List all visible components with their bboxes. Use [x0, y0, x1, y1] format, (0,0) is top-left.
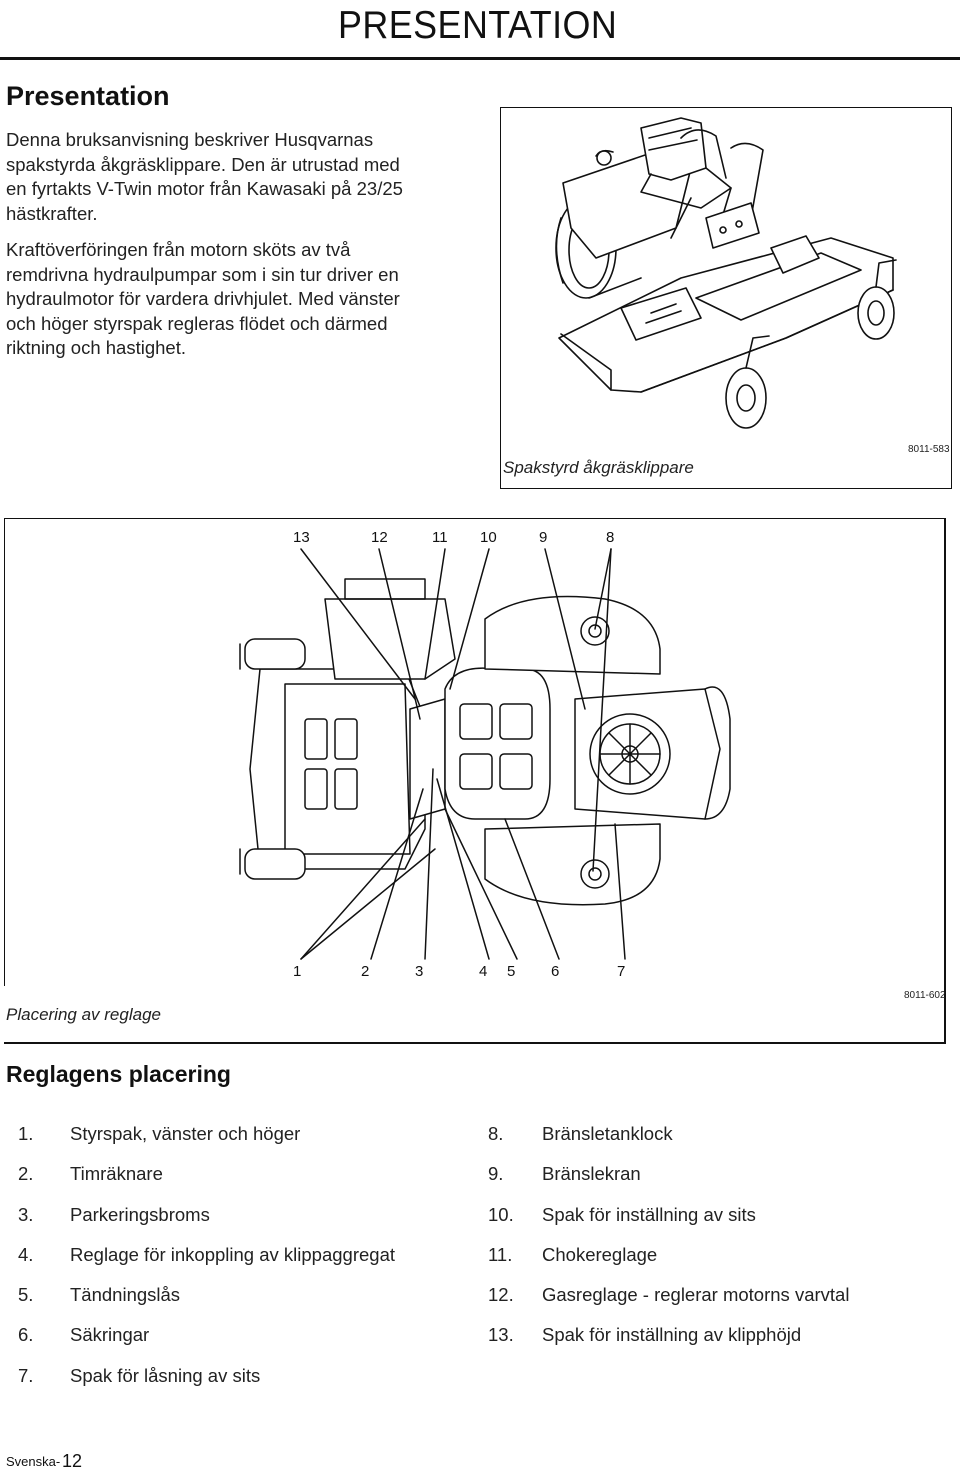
- list-item: 12.Gasreglage - reglerar motorns varvtal: [488, 1284, 850, 1305]
- figure-2-caption: Placering av reglage: [6, 1005, 161, 1024]
- figure-2-code: 8011-602: [904, 990, 946, 1001]
- list-item: 8.Bränsletanklock: [488, 1123, 673, 1144]
- list-item: 1.Styrspak, vänster och höger: [18, 1123, 301, 1144]
- list-item: 2.Timräknare: [18, 1163, 163, 1184]
- list-item: 4.Reglage för inkoppling av klippaggrega…: [18, 1244, 395, 1265]
- callout-2: 2: [361, 963, 370, 980]
- mower-figure: [500, 107, 952, 489]
- figure-1-code: 8011-583: [908, 444, 950, 455]
- footer-page-number: 12: [62, 1451, 83, 1471]
- callout-7: 7: [617, 963, 626, 980]
- controls-figure: 13 12 11 10 9 8 1 2 3 4 5 6 7: [4, 518, 946, 986]
- list-item: 13.Spak för inställning av klipphöjd: [488, 1324, 802, 1345]
- header-divider: [0, 57, 960, 60]
- figure-2-right-border: [944, 518, 946, 1043]
- mower-top-view-illustration: [239, 548, 731, 960]
- callout-8: 8: [606, 529, 615, 546]
- callout-4: 4: [479, 963, 488, 980]
- callout-10: 10: [480, 529, 497, 546]
- callout-9: 9: [539, 529, 548, 546]
- figure-1-caption: Spakstyrd åkgräsklippare: [503, 458, 694, 477]
- callout-3: 3: [415, 963, 424, 980]
- list-item: 11.Chokereglage: [488, 1244, 658, 1265]
- footer-language-label: Svenska-: [6, 1454, 61, 1469]
- list-item: 5.Tändningslås: [18, 1284, 181, 1305]
- page-header-title: PRESENTATION: [338, 4, 618, 47]
- callout-13: 13: [293, 529, 310, 546]
- intro-paragraph-1: Denna bruksanvisning beskriver Husqvarna…: [6, 129, 403, 224]
- intro-text: Denna bruksanvisning beskriver Husqvarna…: [6, 128, 416, 361]
- riding-mower-illustration: [555, 117, 897, 429]
- list-item: 6.Säkringar: [18, 1324, 150, 1345]
- controls-list-title: Reglagens placering: [6, 1061, 231, 1087]
- callout-5: 5: [507, 963, 516, 980]
- callout-11: 11: [432, 529, 448, 546]
- list-item: 10.Spak för inställning av sits: [488, 1204, 756, 1225]
- intro-paragraph-2: Kraftöverföringen från motorn sköts av t…: [6, 239, 400, 358]
- section-title: Presentation: [6, 81, 170, 111]
- list-item: 7.Spak för låsning av sits: [18, 1365, 261, 1386]
- callout-6: 6: [551, 963, 560, 980]
- figure-2-bottom-border: [4, 1042, 946, 1044]
- callout-12: 12: [371, 529, 388, 546]
- callout-1: 1: [293, 963, 302, 980]
- list-item: 9.Bränslekran: [488, 1163, 641, 1184]
- list-item: 3.Parkeringsbroms: [18, 1204, 210, 1225]
